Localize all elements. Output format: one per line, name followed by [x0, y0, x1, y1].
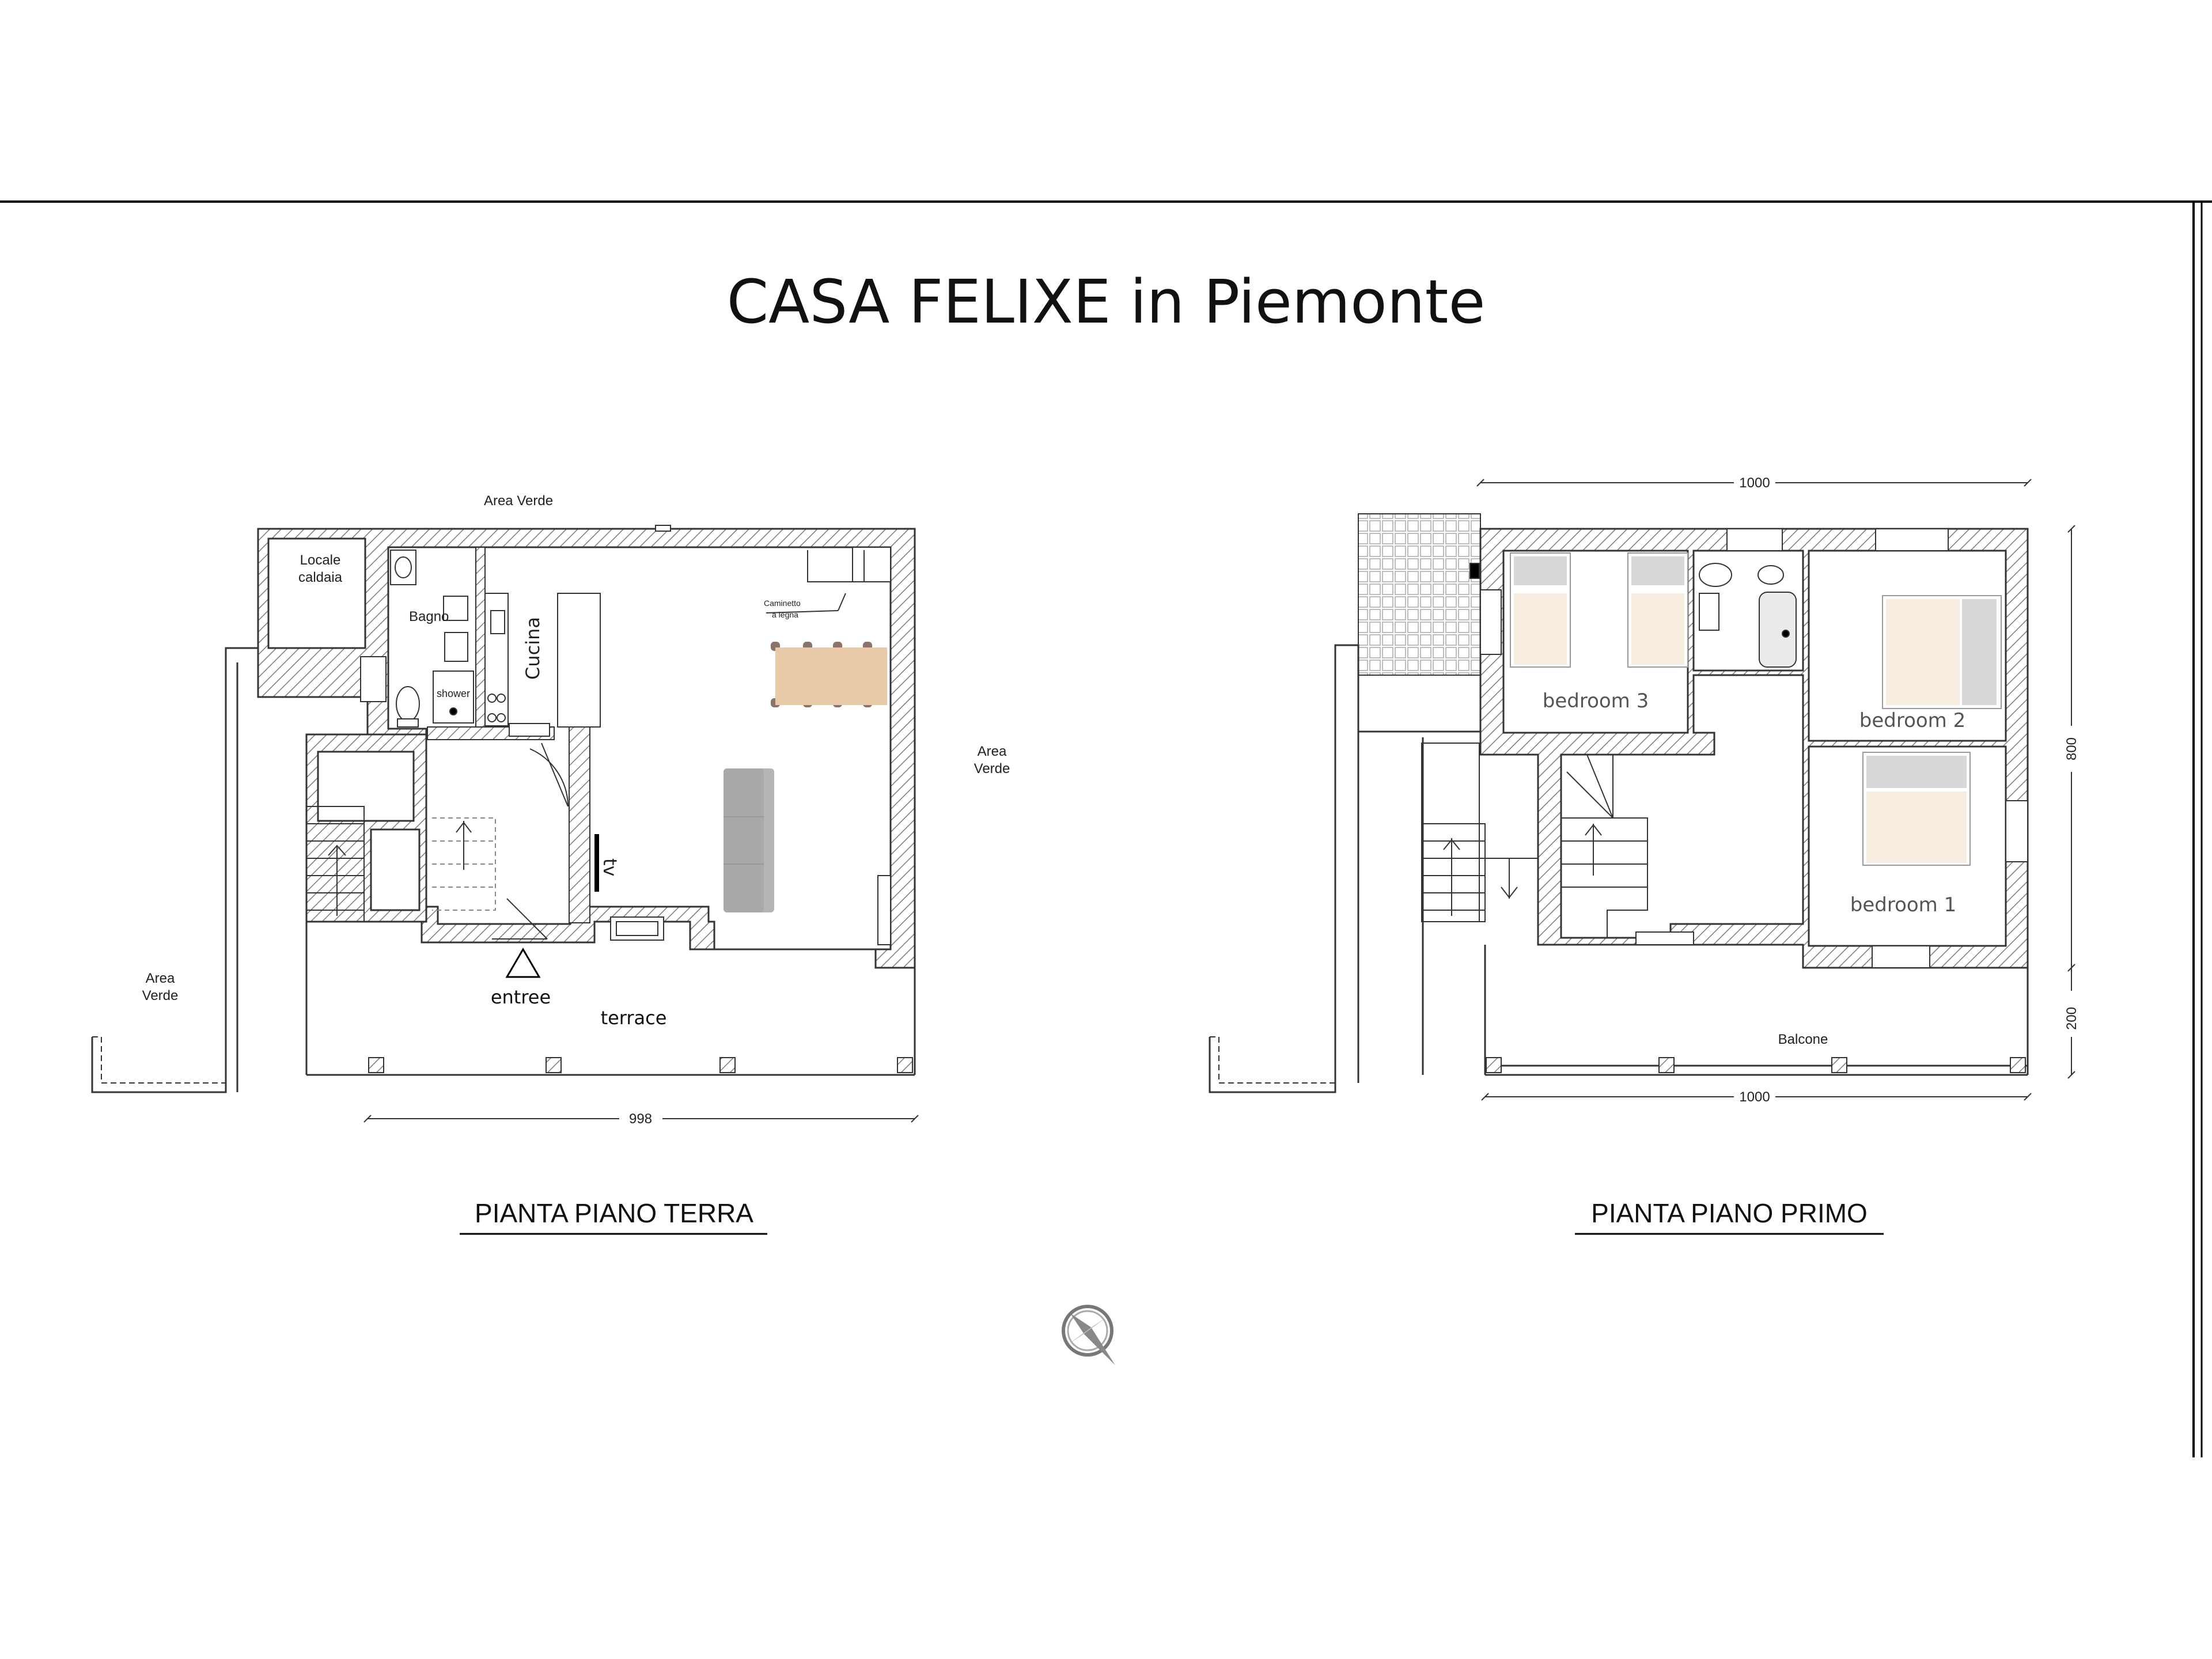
label-locale-2: caldaia — [298, 570, 343, 585]
entrance-marker — [505, 948, 541, 978]
label-terrace: terrace — [601, 1007, 667, 1029]
bed-bedroom-3-left — [1510, 552, 1571, 668]
label-bagno: Bagno — [409, 609, 449, 624]
sheet-frame — [0, 200, 2212, 1457]
label-bedroom-2: bedroom 2 — [1859, 709, 1965, 732]
label-area-verde-right-1: Area — [978, 744, 1007, 759]
label-balcone: Balcone — [1778, 1032, 1828, 1047]
label-bedroom-3: bedroom 3 — [1543, 690, 1649, 713]
label-shower: shower — [437, 688, 470, 699]
dimension-first-top: 1000 — [1739, 475, 1770, 491]
label-locale-1: Locale — [300, 552, 341, 568]
label-tv: tv — [599, 858, 621, 876]
label-cucina: Cucina — [522, 617, 544, 680]
dimension-first-right-main: 800 — [2064, 737, 2080, 760]
bed-bedroom-1 — [1862, 752, 1971, 866]
dining-table — [771, 642, 887, 707]
dimension-first-right-balcony: 200 — [2064, 1007, 2080, 1030]
dimension-first-bottom: 1000 — [1739, 1089, 1770, 1105]
label-entree: entree — [491, 986, 551, 1008]
terrace-outline — [305, 922, 916, 1076]
bed-bedroom-3-right — [1627, 552, 1688, 668]
label-area-verde-left-1: Area — [146, 971, 175, 986]
caption-first-floor: PIANTA PIANO PRIMO — [1591, 1198, 1868, 1228]
page-title: CASA FELIXE in Piemonte — [727, 267, 1486, 337]
label-bedroom-1: bedroom 1 — [1850, 893, 1956, 916]
caption-ground-floor: PIANTA PIANO TERRA — [475, 1198, 753, 1228]
dimension-ground-width: 998 — [629, 1111, 652, 1127]
label-area-verde-right-2: Verde — [974, 761, 1010, 777]
compass-rose-icon — [1062, 1305, 1115, 1365]
label-caminetto-1: Caminetto — [764, 599, 801, 608]
label-caminetto-2: a legna — [772, 610, 798, 619]
sofa — [724, 768, 774, 912]
first-floor-plan — [1209, 479, 2075, 1235]
label-area-verde-left-2: Verde — [142, 988, 179, 1003]
ground-floor-plan — [91, 525, 919, 1235]
label-area-verde-top: Area Verde — [484, 493, 553, 509]
bed-bedroom-2 — [1882, 595, 2002, 709]
